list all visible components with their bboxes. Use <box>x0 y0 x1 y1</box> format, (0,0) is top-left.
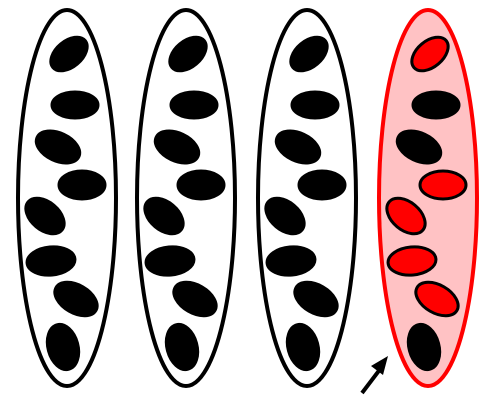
seed-black <box>299 171 345 199</box>
seed-pod <box>258 10 356 386</box>
seed-pod-highlighted <box>379 10 477 386</box>
seed-black <box>413 92 459 118</box>
arrow-shaft <box>362 368 381 393</box>
seed-black <box>171 92 217 118</box>
seed-black <box>178 171 224 199</box>
pods-group <box>18 10 477 386</box>
seed-black <box>52 92 98 118</box>
seed-pod <box>18 10 116 386</box>
seed-red <box>420 171 466 199</box>
seed-black <box>59 171 105 199</box>
arrow-icon <box>362 356 388 393</box>
arrow-head <box>371 356 388 375</box>
seed-black <box>292 92 338 118</box>
pointer-group <box>362 356 388 393</box>
seed-pod <box>137 10 235 386</box>
